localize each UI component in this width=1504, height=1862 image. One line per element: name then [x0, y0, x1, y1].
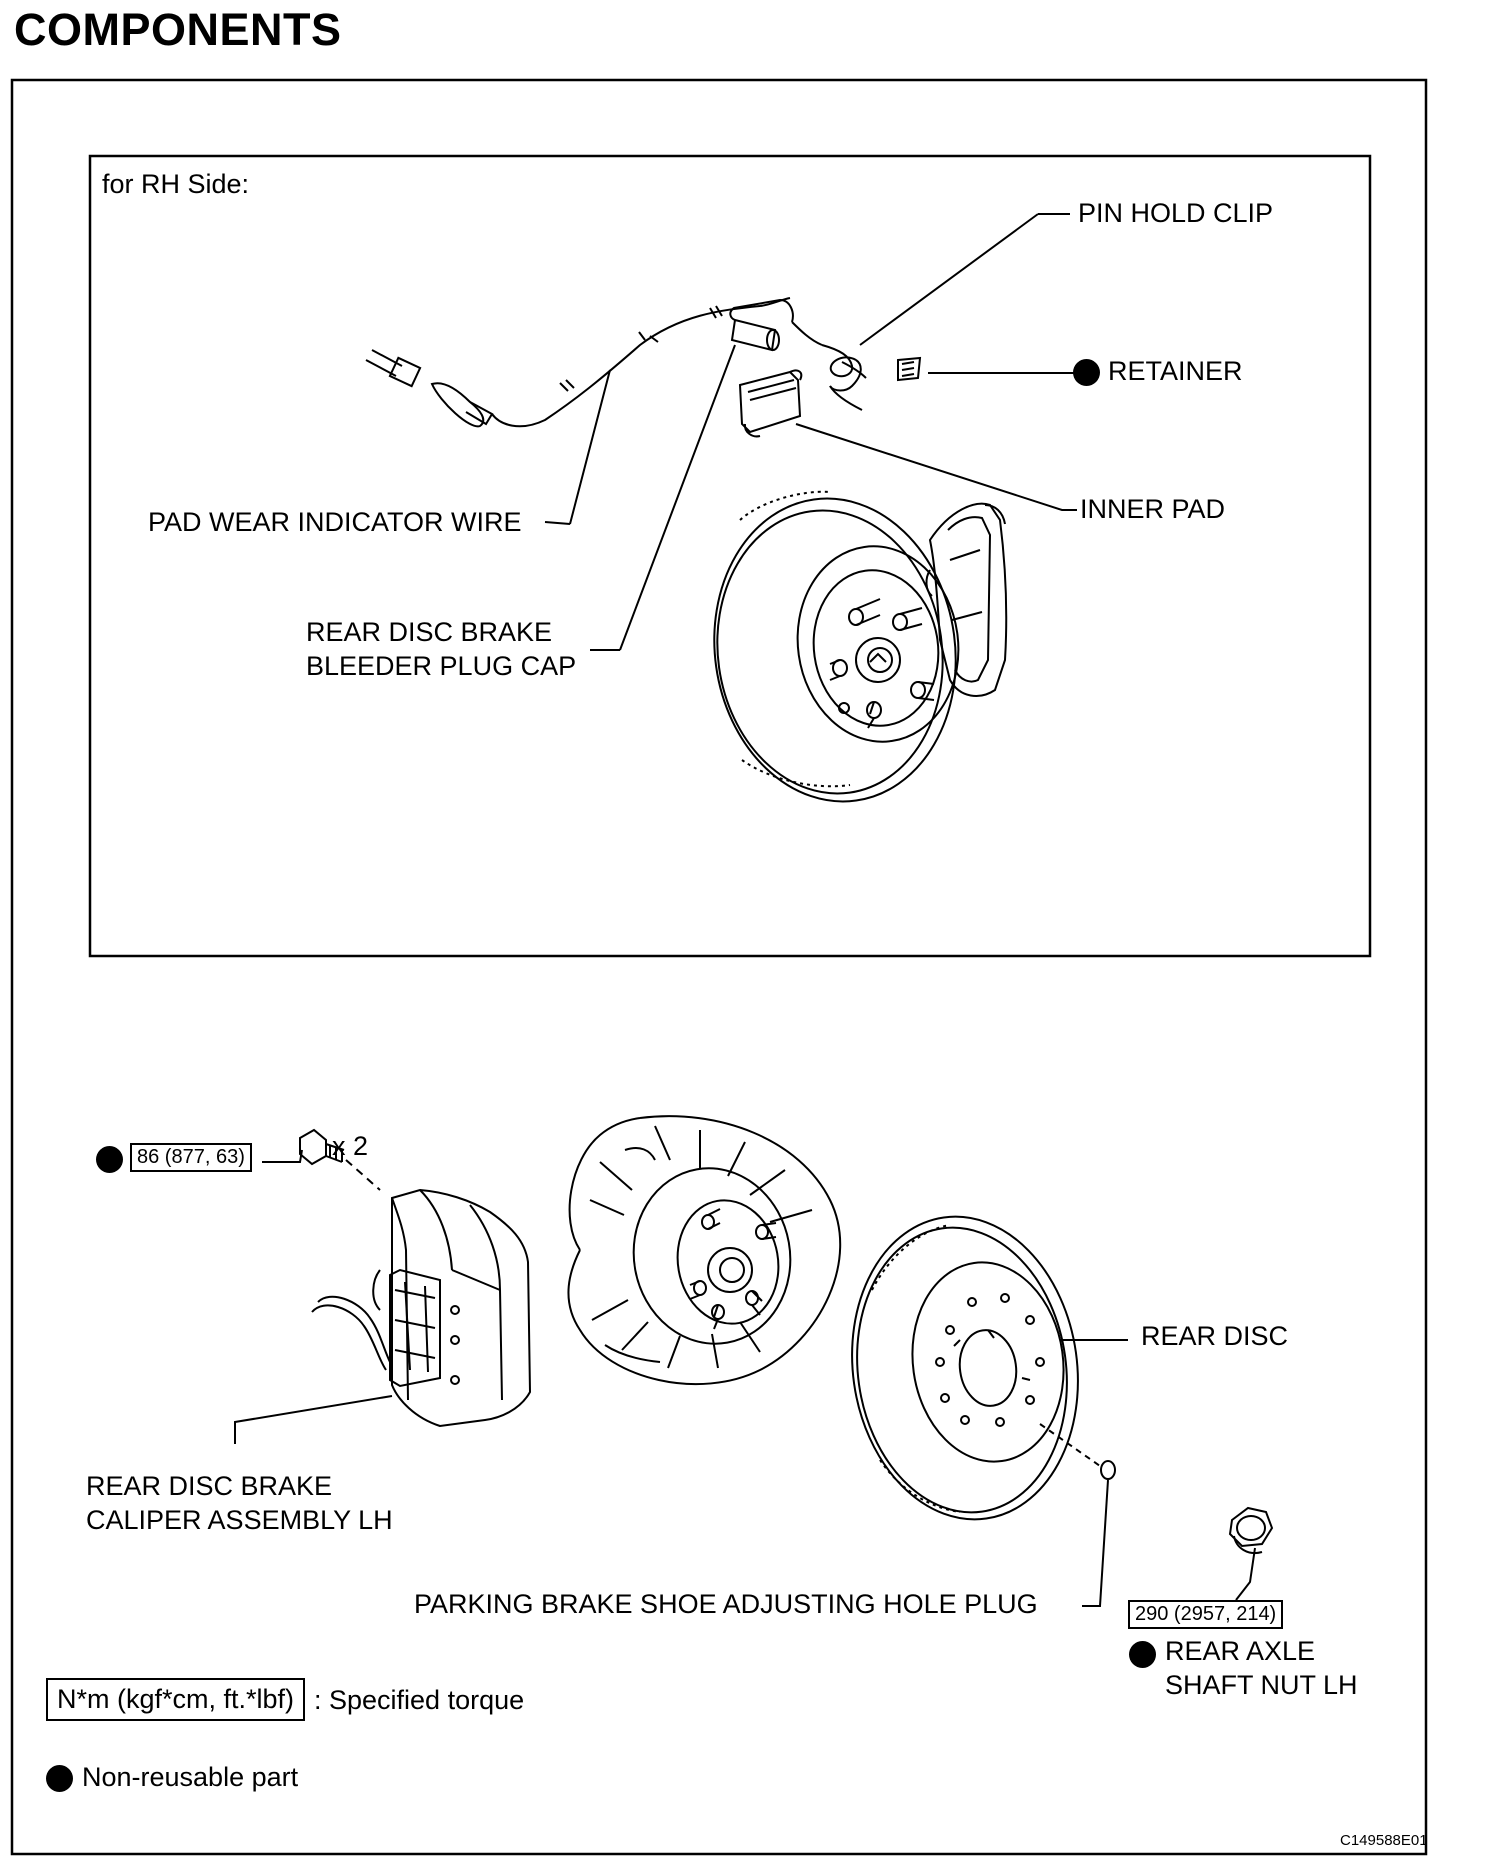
- label-bleeder-plug-cap-line1: REAR DISC BRAKE: [306, 617, 553, 647]
- hole-plug-drawing: [1039, 1423, 1116, 1480]
- retainer-drawing: [897, 356, 922, 382]
- dust-shield-hub-drawing: [567, 1115, 842, 1386]
- legend-torque-box: N*m (kgf*cm, ft.*lbf): [46, 1678, 306, 1721]
- pad-wear-indicator-wire-drawing: [365, 297, 823, 428]
- label-bleeder-plug-cap-line2: BLEEDER PLUG CAP: [306, 650, 577, 681]
- label-rear-disc: REAR DISC: [1141, 1321, 1289, 1351]
- caliper-assembly-lh-drawing: [311, 1188, 532, 1428]
- leader-lines: [234, 213, 1256, 1607]
- legend-nonreusable-text: Non-reusable part: [82, 1762, 299, 1792]
- caliper-bolt-drawing: [299, 1128, 381, 1191]
- label-hole-plug: PARKING BRAKE SHOE ADJUSTING HOLE PLUG: [414, 1589, 1038, 1619]
- label-pin-hold-clip: PIN HOLD CLIP: [1078, 198, 1274, 228]
- page-title: COMPONENTS: [14, 4, 342, 55]
- outer-frame: [10, 78, 1428, 1856]
- inner-pad-drawing: [738, 369, 803, 438]
- pin-hold-clip-drawing: [821, 344, 867, 411]
- label-inner-pad: INNER PAD: [1080, 494, 1226, 524]
- legend-torque-text: : Specified torque: [314, 1685, 525, 1715]
- inset-title: for RH Side:: [102, 169, 250, 199]
- axle-nut-drawing: [1228, 1506, 1274, 1554]
- figure-code: C149588E01: [1340, 1832, 1428, 1849]
- label-bolt-qty: x 2: [332, 1131, 369, 1161]
- torque-caliper-bolt: 86 (877, 63): [130, 1143, 252, 1172]
- nonreusable-marker-retainer: [1073, 359, 1100, 386]
- label-caliper-assembly: REAR DISC BRAKE CALIPER ASSEMBLY LH: [86, 1470, 393, 1538]
- label-pad-wear-indicator-wire: PAD WEAR INDICATOR WIRE: [148, 507, 522, 537]
- rh-side-inset-frame: [88, 154, 1372, 958]
- nonreusable-marker-axle-nut: [1129, 1641, 1156, 1668]
- label-axle-nut: REAR AXLE SHAFT NUT LH: [1165, 1635, 1358, 1703]
- torque-axle-nut: 290 (2957, 214): [1128, 1600, 1284, 1629]
- label-axle-nut-line2: SHAFT NUT LH: [1165, 1669, 1358, 1700]
- label-caliper-assembly-line1: REAR DISC BRAKE: [86, 1471, 333, 1501]
- label-retainer: RETAINER: [1108, 356, 1243, 386]
- nonreusable-marker-caliper-bolt: [96, 1146, 123, 1173]
- legend-nonreusable-marker: [46, 1765, 73, 1792]
- label-caliper-assembly-line2: CALIPER ASSEMBLY LH: [86, 1504, 393, 1535]
- rh-disc-assembly-drawing: [713, 490, 1008, 803]
- label-bleeder-plug-cap: REAR DISC BRAKE BLEEDER PLUG CAP: [306, 616, 576, 684]
- rear-disc-drawing: [851, 1215, 1079, 1521]
- label-axle-nut-line1: REAR AXLE: [1165, 1636, 1316, 1666]
